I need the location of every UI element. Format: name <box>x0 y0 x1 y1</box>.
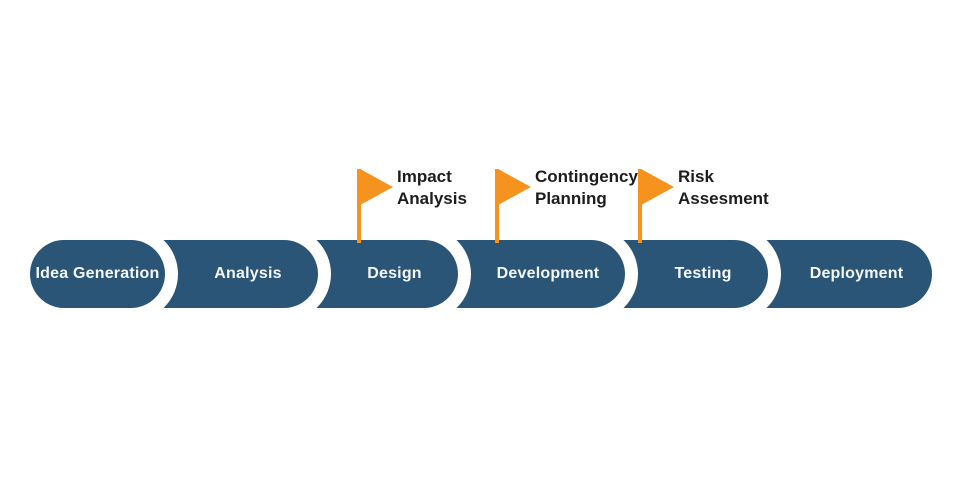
stage-label: Development <box>496 265 600 282</box>
flag-pole <box>495 169 499 243</box>
stage-label: Analysis <box>214 265 282 282</box>
stage-label: Design <box>367 265 422 282</box>
flag-pole <box>357 169 361 243</box>
stage-label: Idea Generation <box>35 265 160 282</box>
milestone-label-line: Assesment <box>678 189 769 208</box>
flag-pole <box>638 169 642 243</box>
milestone-label-risk-assesment: Risk Assesment <box>678 166 769 210</box>
stage-label: Testing <box>674 265 732 282</box>
milestone-label-line: Contingency <box>535 167 638 186</box>
milestone-label-line: Analysis <box>397 189 467 208</box>
flag-icon <box>360 169 393 205</box>
flag-icon <box>498 169 531 205</box>
milestone-label-line: Impact <box>397 167 452 186</box>
milestone-label-contingency-planning: Contingency Planning <box>535 166 638 210</box>
milestone-label-impact-analysis: Impact Analysis <box>397 166 467 210</box>
milestone-label-line: Planning <box>535 189 607 208</box>
milestone-label-line: Risk <box>678 167 714 186</box>
stage-label: Deployment <box>809 265 904 282</box>
stage-pill-idea-generation: Idea Generation <box>30 240 165 308</box>
flag-icon <box>641 169 674 205</box>
